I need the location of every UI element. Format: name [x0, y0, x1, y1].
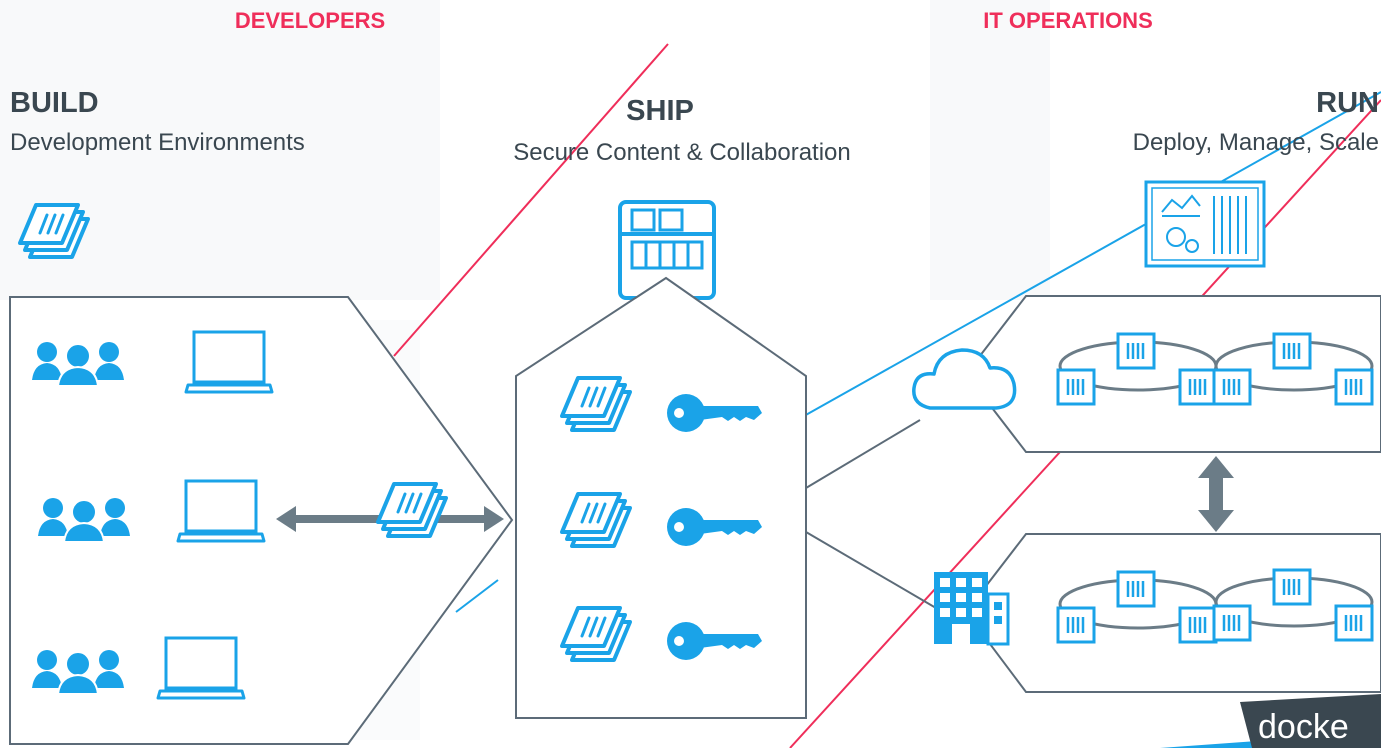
users-icon-3 [31, 649, 125, 695]
users-icon-2 [37, 497, 131, 543]
logo-text: docke [1258, 708, 1349, 746]
connectors [805, 419, 937, 609]
build-title: BUILD [10, 87, 99, 119]
run-title: RUN [1316, 87, 1379, 119]
laptop-icon-1 [184, 330, 274, 394]
laptop-icon-2 [176, 479, 266, 543]
run-datacenter-panel [964, 533, 1381, 693]
run-cloud-panel [964, 295, 1381, 453]
it-operations-header: IT OPERATIONS [983, 8, 1153, 33]
ship-panel [515, 276, 807, 719]
ship-subtitle: Secure Content & Collaboration [513, 139, 851, 166]
docker-logo: docke [1160, 694, 1381, 748]
datacenter-building-icon [934, 572, 1010, 646]
users-icon-1 [31, 341, 125, 387]
run-subtitle: Deploy, Manage, Scale [1133, 129, 1379, 156]
build-subtitle: Development Environments [10, 129, 305, 156]
laptop-icon-3 [156, 636, 246, 700]
run-vertical-double-arrow [1198, 456, 1234, 532]
cloud-icon [912, 348, 1017, 410]
dashboard-icon [1144, 180, 1266, 268]
ship-title: SHIP [626, 95, 694, 127]
developers-header: DEVELOPERS [235, 8, 385, 33]
build-panel [9, 296, 514, 745]
